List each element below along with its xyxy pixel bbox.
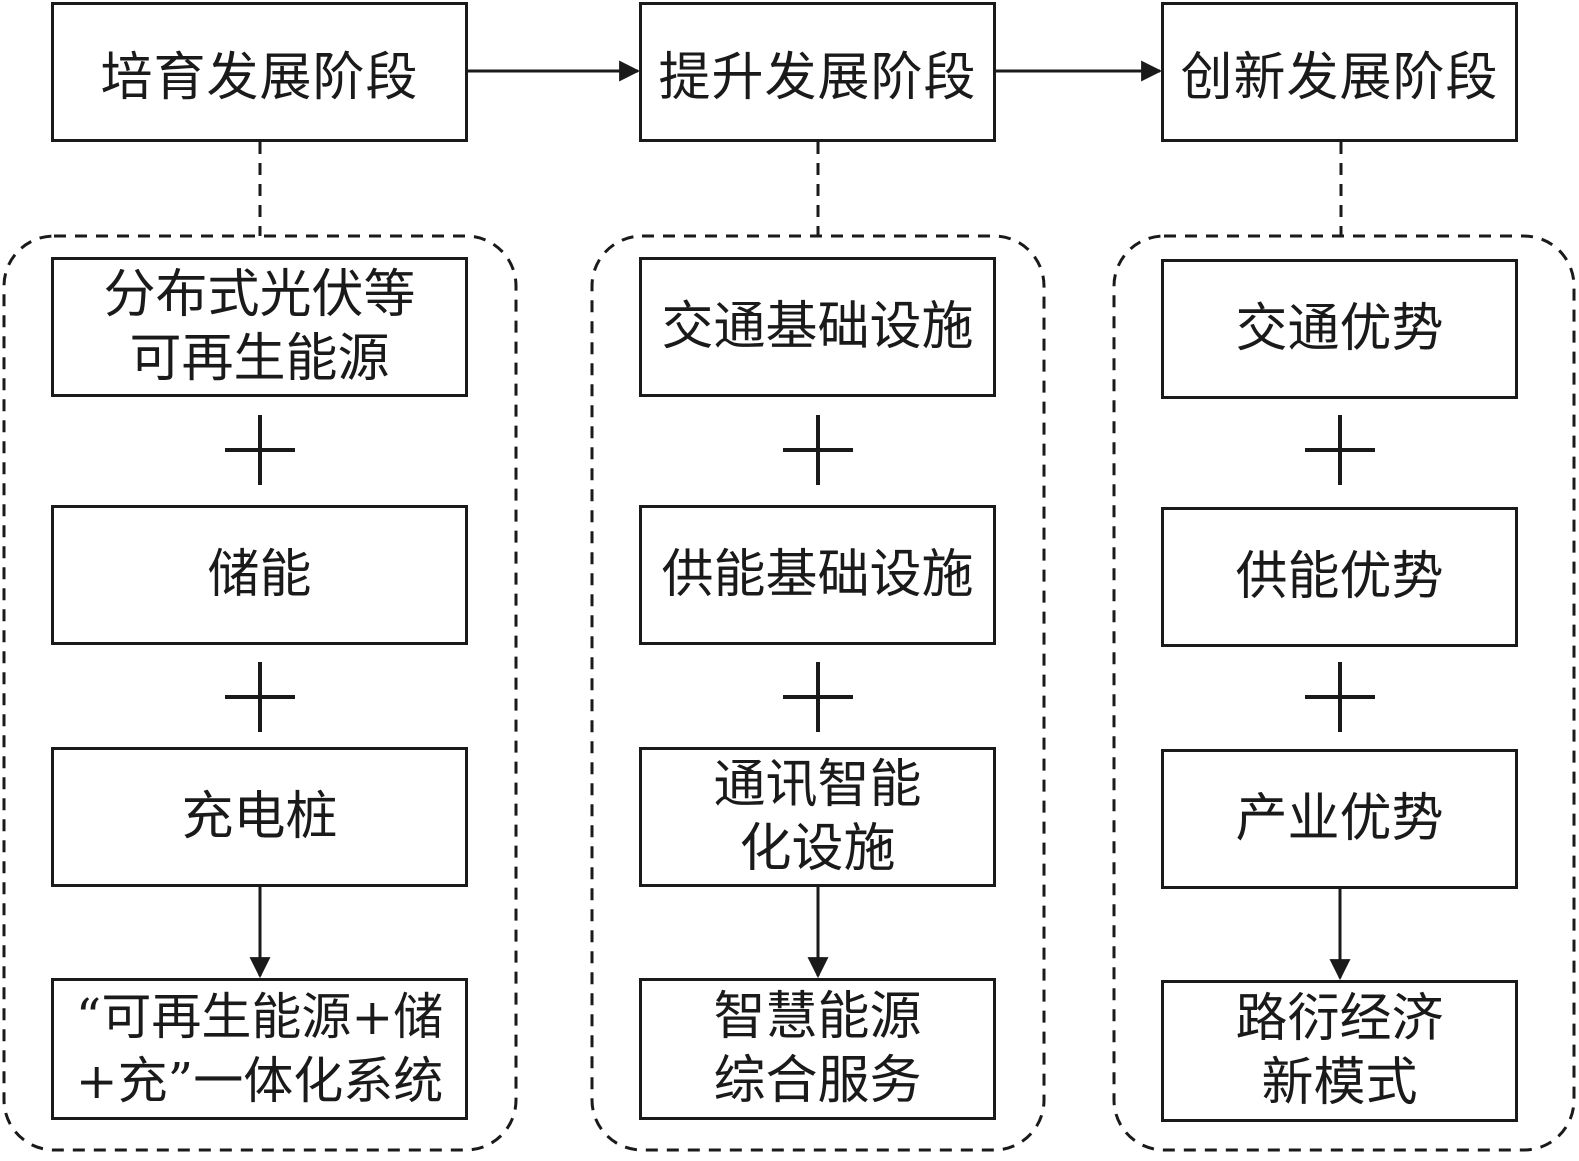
item-energy-storage: 储能	[51, 505, 468, 645]
stage-title: 创新发展阶段	[1180, 47, 1499, 108]
item-line: +充”一体化系统	[75, 1052, 444, 1110]
result-road-economy-model: 路衍经济 新模式	[1161, 980, 1518, 1122]
plus-icon	[1305, 415, 1375, 485]
item-line: 供能优势	[1235, 547, 1444, 607]
group-outline-stage-2	[590, 234, 1046, 1152]
item-renewable-energy: 分布式光伏等 可再生能源	[51, 257, 468, 397]
result-integrated-system: “可再生能源+储 +充”一体化系统	[51, 978, 468, 1120]
group-outline-stage-3	[1112, 234, 1576, 1152]
item-line: 储能	[207, 545, 312, 605]
item-line: 分布式光伏等	[103, 265, 416, 325]
item-line: 充电桩	[181, 787, 338, 847]
item-energy-supply-advantage: 供能优势	[1161, 507, 1518, 647]
stage-title: 培育发展阶段	[100, 47, 419, 108]
item-communication-intelligent-facilities: 通讯智能 化设施	[639, 747, 996, 887]
item-line: 化设施	[739, 819, 896, 879]
item-line: 新模式	[1261, 1053, 1418, 1113]
plus-icon	[225, 415, 295, 485]
stage-title: 提升发展阶段	[658, 47, 977, 108]
item-line: 智慧能源	[713, 987, 922, 1047]
item-line: 产业优势	[1235, 789, 1444, 849]
plus-icon	[783, 415, 853, 485]
item-line: 可再生能源	[129, 329, 390, 389]
result-smart-energy-service: 智慧能源 综合服务	[639, 978, 996, 1120]
stage-box-improvement: 提升发展阶段	[639, 2, 996, 142]
stage-box-innovation: 创新发展阶段	[1161, 2, 1518, 142]
stage-box-cultivation: 培育发展阶段	[51, 2, 468, 142]
item-energy-supply-infrastructure: 供能基础设施	[639, 505, 996, 645]
plus-icon	[783, 662, 853, 732]
item-line: 交通基础设施	[661, 297, 974, 357]
item-transport-infrastructure: 交通基础设施	[639, 257, 996, 397]
item-line: “可再生能源+储	[75, 988, 444, 1046]
item-line: 路衍经济	[1235, 989, 1444, 1049]
item-transport-advantage: 交通优势	[1161, 259, 1518, 399]
item-line: 交通优势	[1235, 299, 1444, 359]
item-charging-pile: 充电桩	[51, 747, 468, 887]
item-industry-advantage: 产业优势	[1161, 749, 1518, 889]
item-line: 供能基础设施	[661, 545, 974, 605]
plus-icon	[225, 662, 295, 732]
plus-icon	[1305, 662, 1375, 732]
item-line: 综合服务	[713, 1051, 922, 1111]
item-line: 通讯智能	[713, 755, 922, 815]
